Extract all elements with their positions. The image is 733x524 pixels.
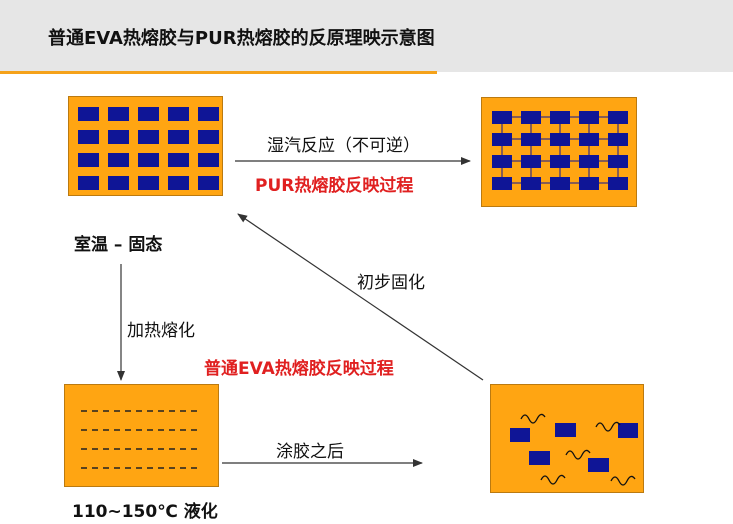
arrow-initial-cure [237, 213, 484, 381]
moisture-reaction-label: 湿汽反应（不可逆） [267, 136, 420, 156]
page-title: 普通EVA热熔胶与PUR热熔胶的反原理映示意图 [48, 28, 435, 49]
liquid-dashes [81, 410, 200, 469]
header-bar: 普通EVA热熔胶与PUR热熔胶的反原理映示意图 [0, 0, 733, 72]
pur-cured-box [481, 97, 637, 207]
applied-glue-box [490, 384, 644, 493]
pur-process-label: PUR热熔胶反映过程 [255, 176, 414, 196]
after-glue-label: 涂胶之后 [276, 442, 344, 462]
liquid-state-box [64, 384, 219, 487]
crosslinked-block-grid [492, 111, 628, 190]
solid-block-grid [78, 107, 219, 190]
heat-melt-label: 加热熔化 [127, 321, 195, 341]
header-accent-line [0, 71, 437, 74]
liquid-state-label: 110~150℃ 液化 [72, 502, 218, 522]
solid-state-label: 室温 – 固态 [74, 235, 163, 255]
scattered-blocks [510, 413, 638, 486]
initial-cure-label: 初步固化 [357, 273, 425, 293]
solid-state-box [68, 96, 223, 196]
eva-process-label: 普通EVA热熔胶反映过程 [204, 359, 394, 379]
